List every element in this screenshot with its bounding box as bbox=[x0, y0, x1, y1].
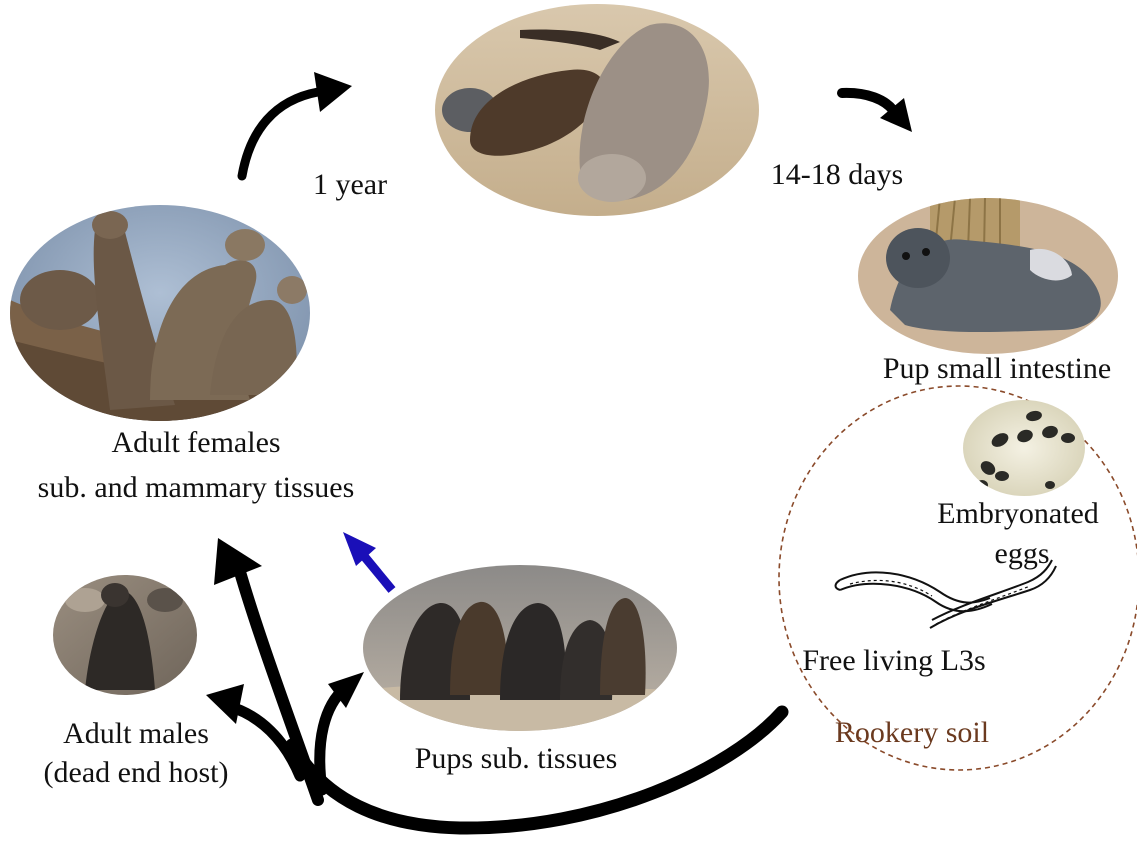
larvae-drawing bbox=[836, 560, 1057, 628]
eggs-photo bbox=[963, 400, 1085, 496]
to-pups-arrow bbox=[320, 688, 345, 790]
adult-males-label-line1: Adult males bbox=[63, 717, 209, 750]
days-arrow bbox=[842, 93, 893, 110]
one-year-arrow bbox=[242, 92, 318, 176]
rookery-soil-label: Rookery soil bbox=[835, 716, 989, 749]
adult-females-label-line1: Adult females bbox=[111, 426, 280, 459]
days-label: 14-18 days bbox=[771, 158, 903, 191]
adult-females-photo bbox=[10, 205, 310, 425]
to-females-arrow bbox=[240, 572, 318, 800]
pup-intestine-photo bbox=[858, 198, 1118, 354]
to-males-arrowhead bbox=[206, 684, 244, 724]
one-year-arrowhead bbox=[314, 72, 352, 112]
adult-male-photo bbox=[53, 575, 197, 695]
one-year-label: 1 year bbox=[313, 168, 387, 201]
adult-females-label-line2: sub. and mammary tissues bbox=[38, 471, 355, 504]
pups-tissues-label: Pups sub. tissues bbox=[415, 742, 618, 775]
eggs-label-line1: Embryonated bbox=[937, 497, 1099, 530]
nursing-photo bbox=[435, 4, 760, 216]
pup-intestine-label: Pup small intestine bbox=[883, 352, 1111, 385]
larvae-label: Free living L3s bbox=[802, 644, 985, 677]
pups-photo bbox=[363, 565, 677, 731]
adult-males-label-line2: (dead end host) bbox=[44, 756, 229, 789]
eggs-label-line2: eggs bbox=[995, 537, 1050, 570]
pups-to-females-blue-arrow bbox=[364, 556, 392, 590]
